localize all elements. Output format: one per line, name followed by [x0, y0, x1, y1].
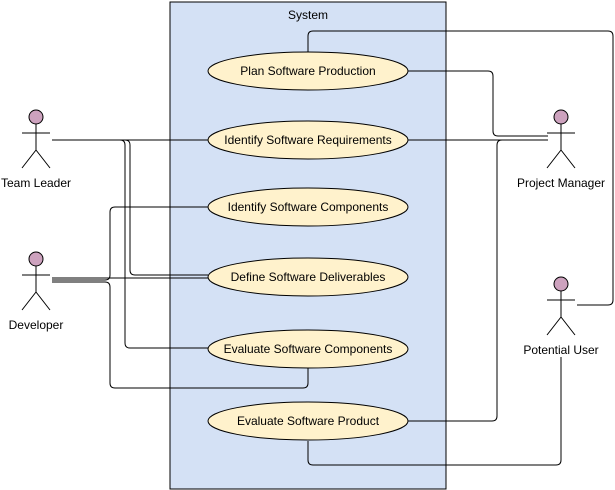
use-case-identify-software-components[interactable]: Identify Software Components [207, 187, 409, 227]
actor-label: Developer [9, 318, 64, 332]
stick-figure-icon [21, 251, 51, 311]
use-case-evaluate-software-components[interactable]: Evaluate Software Components [207, 329, 409, 369]
use-case-define-software-deliverables[interactable]: Define Software Deliverables [207, 257, 409, 297]
actor-potential-user[interactable]: Potential User [523, 276, 599, 357]
actor-developer[interactable]: Developer [9, 251, 64, 332]
use-case-label: Identify Software Requirements [224, 133, 391, 147]
association-potential-user-evaluate-software-product[interactable] [307, 357, 562, 466]
use-case-label: Evaluate Software Product [237, 414, 380, 428]
use-case-shape [207, 187, 409, 227]
use-cases: Plan Software Production Identify Softwa… [207, 51, 409, 441]
use-case-identify-software-requirements[interactable]: Identify Software Requirements [207, 120, 409, 160]
use-case-label: Define Software Deliverables [231, 270, 386, 284]
use-case-shape [207, 257, 409, 297]
stick-figure-icon [546, 276, 576, 336]
association-potential-user-plan-software-production[interactable] [307, 30, 614, 306]
association-developer-identify-software-components[interactable] [52, 206, 208, 281]
use-case-label: Evaluate Software Components [224, 342, 393, 356]
use-case-shape [207, 51, 409, 91]
actor-team-leader[interactable]: Team Leader [1, 109, 71, 190]
actor-project-manager[interactable]: Project Manager [517, 109, 605, 190]
actor-label: Project Manager [517, 176, 605, 190]
stick-figure-icon [546, 109, 576, 169]
system-title: System [288, 8, 328, 22]
associations [52, 30, 614, 466]
actor-label: Potential User [523, 343, 598, 357]
use-case-label: Identify Software Components [228, 200, 389, 214]
stick-figure-icon [21, 109, 51, 169]
use-case-label: Plan Software Production [240, 64, 375, 78]
use-case-shape [207, 120, 409, 160]
use-case-evaluate-software-product[interactable]: Evaluate Software Product [207, 401, 409, 441]
association-team-leader-evaluate-software-components[interactable] [52, 139, 208, 349]
use-case-shape [207, 401, 409, 441]
association-developer-evaluate-software-components[interactable] [52, 281, 309, 389]
association-project-manager-evaluate-software-product[interactable] [407, 139, 548, 422]
use-case-shape [207, 329, 409, 369]
association-project-manager-plan-software-production[interactable] [407, 70, 548, 137]
actor-label: Team Leader [1, 176, 71, 190]
use-case-plan-software-production[interactable]: Plan Software Production [207, 51, 409, 91]
actors: Team Leader Developer Project Manager Po… [1, 109, 605, 357]
